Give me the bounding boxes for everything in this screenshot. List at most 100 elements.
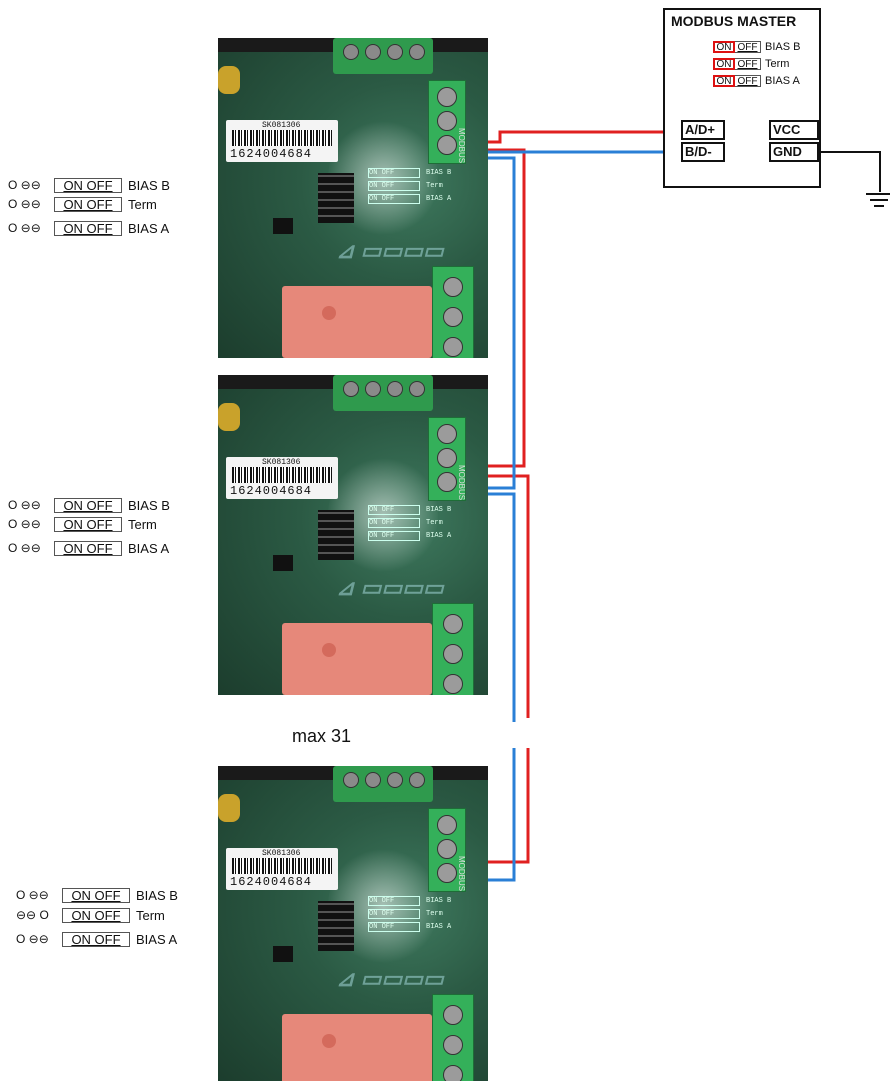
- serial-small: SK081306: [262, 121, 301, 130]
- legend-row-term: O ⊖⊖ ON OFF Term: [8, 516, 157, 532]
- modbus-connector: [428, 808, 466, 892]
- switch-box: ON OFF: [54, 516, 122, 532]
- switch-on: ON: [713, 75, 735, 87]
- power-plug-icon: [333, 766, 433, 802]
- switch-box: ON OFF: [62, 887, 130, 903]
- switch-box: ON OFF: [62, 907, 130, 923]
- jumper-symbol-icon: O ⊖⊖: [16, 932, 49, 946]
- legend-label: BIAS A: [128, 540, 170, 556]
- legend-row-bias-b: O ⊖⊖ ON OFF BIAS B: [8, 497, 170, 513]
- jumper-symbol-icon: O ⊖⊖: [8, 498, 41, 512]
- switch-box: ON OFF: [54, 540, 122, 556]
- legend-row-bias-b: O ⊖⊖ ON OFF BIAS B: [16, 887, 178, 903]
- jumper-pins-icon: [318, 510, 354, 560]
- legend-label: BIAS B: [136, 887, 178, 903]
- legend-row-bias-a: O ⊖⊖ ON OFF BIAS A: [8, 220, 169, 236]
- serial-label: SK081306 1624004684: [226, 848, 338, 890]
- max-devices-label: max 31: [292, 726, 352, 746]
- terminal-vcc: VCC: [769, 120, 819, 140]
- jumper-symbol-icon: O ⊖⊖: [8, 541, 41, 555]
- switch-box: ON OFF: [54, 196, 122, 212]
- terminal-b-d-minus: B/D-: [681, 142, 725, 162]
- legend-row-bias-a: O ⊖⊖ ON OFF BIAS A: [8, 540, 169, 556]
- switch-on: ON: [713, 41, 735, 53]
- serial-small: SK081306: [262, 458, 301, 467]
- switch-off: OFF: [735, 58, 761, 70]
- legend-row-bias-a: O ⊖⊖ ON OFF BIAS A: [16, 931, 177, 947]
- terminal-a-d-plus: A/D+: [681, 120, 725, 140]
- switch-box: ON OFF: [54, 177, 122, 193]
- serial-number: 1624004684: [230, 147, 313, 161]
- master-switch-term: ON OFF Term: [713, 57, 789, 71]
- jumper-symbol-icon: O ⊖⊖: [8, 517, 41, 531]
- ic-chip-icon: [273, 946, 293, 962]
- ic-chip-icon: [273, 218, 293, 234]
- switch-label: Term: [765, 58, 790, 70]
- wire-a-board1-to-board2: [462, 148, 526, 468]
- alarm-connector: [432, 603, 474, 695]
- switch-label: BIAS B: [765, 41, 801, 53]
- wire-a-master-to-board1: [462, 130, 680, 144]
- manufacturer-logo: ⊿ ▭▭▭▭: [336, 238, 444, 263]
- serial-label: SK081306 1624004684: [226, 120, 338, 162]
- manufacturer-logo: ⊿ ▭▭▭▭: [336, 575, 444, 600]
- serial-small: SK081306: [262, 849, 301, 858]
- modbus-silk: MODBUS: [457, 856, 466, 892]
- modbus-connector: [428, 417, 466, 501]
- ic-chip-icon: [273, 555, 293, 571]
- switch-label: BIAS A: [765, 75, 800, 87]
- legend-row-bias-b: O ⊖⊖ ON OFF BIAS B: [8, 177, 170, 193]
- barcode-icon: [232, 858, 332, 874]
- ground-wire: [820, 151, 881, 192]
- power-plug-icon: [333, 38, 433, 74]
- master-switch-bias-b: ON OFF BIAS B: [713, 40, 800, 54]
- legend-label: BIAS B: [128, 177, 170, 193]
- serial-number: 1624004684: [230, 484, 313, 498]
- jumper-symbol-icon: ⊖⊖ O: [16, 908, 49, 922]
- modbus-silk: MODBUS: [457, 128, 466, 164]
- modbus-connector: [428, 80, 466, 164]
- relay-icon: [282, 1014, 432, 1081]
- relay-icon: [282, 286, 432, 358]
- legend-label: BIAS B: [128, 497, 170, 513]
- switch-box: ON OFF: [54, 497, 122, 513]
- jumper-symbol-icon: O ⊖⊖: [8, 197, 41, 211]
- relay-icon: [282, 623, 432, 695]
- capacitor-icon: [218, 403, 240, 431]
- master-switch-bias-a: ON OFF BIAS A: [713, 74, 800, 88]
- legend-label: Term: [128, 196, 157, 212]
- modbus-master-box: MODBUS MASTER ON OFF BIAS B ON OFF Term …: [663, 8, 821, 188]
- ground-symbol-icon: [866, 193, 890, 207]
- legend-label: BIAS A: [128, 220, 170, 236]
- terminal-gnd: GND: [769, 142, 819, 162]
- legend-label: Term: [136, 907, 165, 923]
- manufacturer-logo: ⊿ ▭▭▭▭: [336, 966, 444, 991]
- jumper-symbol-icon: O ⊖⊖: [16, 888, 49, 902]
- switch-off: OFF: [735, 75, 761, 87]
- power-plug-icon: [333, 375, 433, 411]
- serial-label: SK081306 1624004684: [226, 457, 338, 499]
- alarm-connector: [432, 994, 474, 1081]
- jumper-symbol-icon: O ⊖⊖: [8, 178, 41, 192]
- barcode-icon: [232, 130, 332, 146]
- switch-box: ON OFF: [54, 220, 122, 236]
- jumper-symbol-icon: O ⊖⊖: [8, 221, 41, 235]
- serial-number: 1624004684: [230, 875, 313, 889]
- master-title: MODBUS MASTER: [671, 13, 797, 29]
- barcode-icon: [232, 467, 332, 483]
- modbus-silk: MODBUS: [457, 465, 466, 501]
- legend-row-term: ⊖⊖ O ON OFF Term: [16, 907, 165, 923]
- legend-row-term: O ⊖⊖ ON OFF Term: [8, 196, 157, 212]
- switch-off: OFF: [735, 41, 761, 53]
- capacitor-icon: [218, 794, 240, 822]
- capacitor-icon: [218, 66, 240, 94]
- wire-b-board1-to-board2: [462, 156, 516, 490]
- switch-box: ON OFF: [62, 931, 130, 947]
- legend-label: Term: [128, 516, 157, 532]
- jumper-pins-icon: [318, 173, 354, 223]
